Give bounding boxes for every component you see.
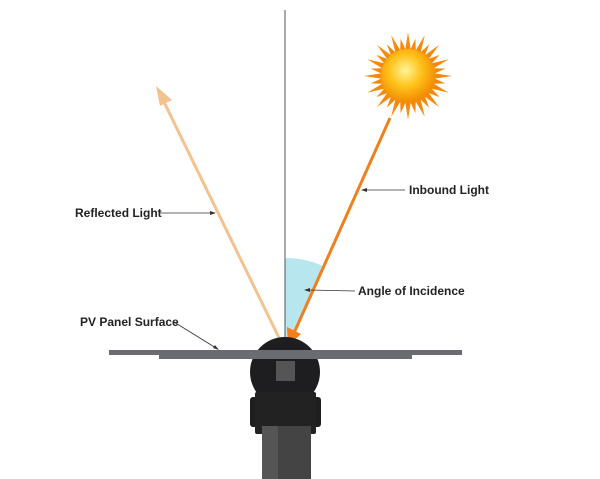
tracker-bracket [255, 392, 316, 434]
angle-of-incidence-label: Angle of Incidence [358, 284, 465, 298]
reflected-light-label: Reflected Light [75, 206, 162, 220]
sun-disc [381, 49, 435, 103]
inbound-light-label: Inbound Light [409, 183, 489, 197]
pv-panel-surface-label: PV Panel Surface [80, 315, 179, 329]
reflected-light-ray [160, 97, 287, 351]
reflected-arrowhead-icon [156, 86, 172, 106]
pv-panel-bottom [159, 355, 412, 359]
angle-wedge [285, 257, 323, 350]
sun-icon [364, 32, 452, 120]
panel-mount [276, 361, 295, 381]
inbound-light-ray [292, 117, 392, 334]
pv-panel-top [109, 350, 462, 355]
